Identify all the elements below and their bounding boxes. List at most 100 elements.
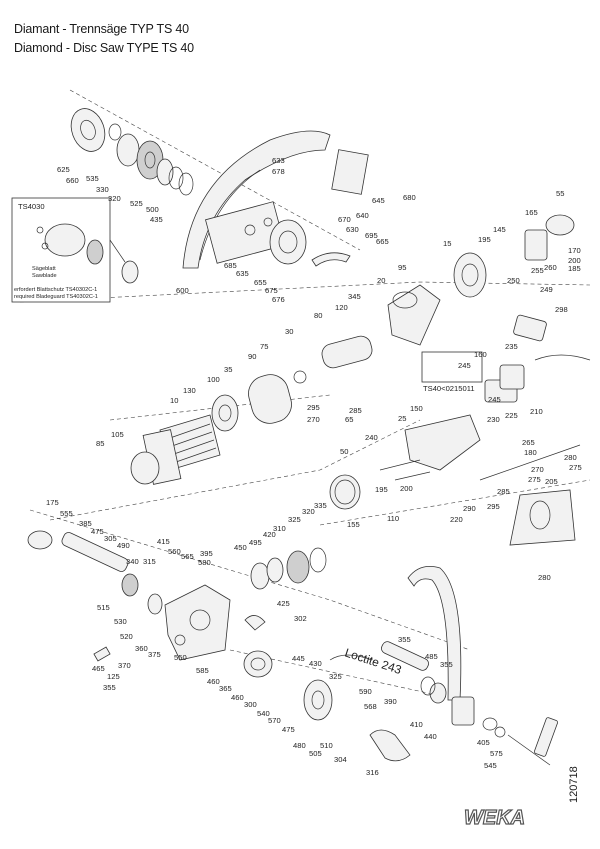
- inset-ts4030: TS4030 Sägeblatt Sawblade erfordert Blat…: [11, 197, 139, 303]
- inset-note-de: erfordert Blattschutz TS40302C-1: [14, 287, 97, 293]
- part-number-label: 630: [346, 225, 359, 234]
- part-number-label: 270: [307, 415, 320, 424]
- part-number-label: 230: [487, 415, 500, 424]
- part-number-label: 678: [272, 167, 285, 176]
- part-number-label: 325: [288, 515, 301, 524]
- part-number-label: 245: [458, 361, 471, 370]
- part-number-label: 640: [356, 211, 369, 220]
- part-number-label: 95: [398, 263, 406, 272]
- part-number-label: 515: [97, 603, 110, 612]
- part-number-label: 560: [168, 547, 181, 556]
- inset-title: TS4030: [18, 202, 45, 211]
- part-number-label: 110: [387, 514, 399, 523]
- part-number-label: 340: [126, 557, 139, 566]
- part-number-label: 695: [365, 231, 378, 240]
- part-number-label: 20: [377, 276, 385, 285]
- brand-wordmark: WEKA: [464, 807, 525, 829]
- part-number-label: 500: [146, 205, 159, 214]
- part-number-label: 355: [440, 660, 453, 669]
- gearbox-group: [27, 530, 327, 678]
- part-number-label: 585: [196, 666, 209, 675]
- part-number-label: 460: [231, 693, 244, 702]
- part-number-label: 665: [376, 237, 389, 246]
- part-number-label: 295: [487, 502, 500, 511]
- part-number-label: 200: [568, 256, 581, 265]
- part-number-label: 295: [307, 403, 320, 412]
- part-number-label: 200: [400, 484, 413, 493]
- part-number-label: 275: [569, 463, 582, 472]
- part-number-label: 285: [349, 406, 362, 415]
- part-number-label: 160: [474, 350, 487, 359]
- part-number-label: 195: [478, 235, 491, 244]
- part-number-label: 304: [334, 755, 347, 764]
- blade-flange-group: [70, 108, 194, 196]
- part-number-label: 165: [525, 208, 538, 217]
- part-number-label: 660: [66, 176, 79, 185]
- part-number-label: 15: [443, 239, 451, 248]
- part-number-label: 670: [338, 215, 351, 224]
- part-number-label: 635: [236, 269, 249, 278]
- part-number-label: 365: [219, 684, 232, 693]
- part-number-label: 570: [268, 716, 281, 725]
- part-number-label: 475: [282, 725, 295, 734]
- part-number-label: 280: [538, 573, 551, 582]
- part-number-label: 530: [114, 617, 127, 626]
- part-number-label: 375: [148, 650, 161, 659]
- part-number-label: 415: [157, 537, 170, 546]
- part-number-label: 245: [488, 395, 501, 404]
- part-number-label: 540: [257, 709, 270, 718]
- inset-label-sawblade-en: Sawblade: [32, 273, 57, 279]
- part-number-label: 220: [450, 515, 463, 524]
- part-number-label: 265: [522, 438, 535, 447]
- part-number-label: 75: [260, 342, 268, 351]
- part-number-label: 655: [254, 278, 267, 287]
- part-number-label: 550: [174, 653, 187, 662]
- part-number-label: 395: [200, 549, 213, 558]
- part-number-label: 460: [207, 677, 220, 686]
- part-number-label: 180: [524, 448, 537, 457]
- part-number-label: 580: [198, 558, 211, 567]
- part-number-label: 345: [348, 292, 361, 301]
- part-number-label: 80: [314, 311, 322, 320]
- part-number-label: 525: [130, 199, 143, 208]
- part-number-label: 495: [249, 538, 262, 547]
- part-number-label: 440: [424, 732, 437, 741]
- part-number-label: 105: [111, 430, 124, 439]
- part-number-label: 120: [335, 303, 348, 312]
- part-number-label: 633: [272, 156, 285, 165]
- part-number-label: 405: [477, 738, 490, 747]
- part-number-label: 155: [347, 520, 360, 529]
- part-number-label: 480: [293, 741, 306, 750]
- part-number-label: 30: [285, 327, 293, 336]
- weka-logo: WEKA: [463, 806, 525, 829]
- part-number-label: 35: [224, 365, 232, 374]
- part-number-label: 355: [103, 683, 116, 692]
- part-number-label: 465: [92, 664, 105, 673]
- title-german: Diamant - Trennsäge TYP TS 40: [14, 22, 189, 36]
- housing-right: [329, 414, 581, 546]
- part-number-label: 535: [86, 174, 99, 183]
- part-number-label: 520: [120, 632, 133, 641]
- part-number-label: 555: [60, 509, 73, 518]
- part-number-label: 316: [366, 768, 379, 777]
- part-number-label: 680: [403, 193, 416, 202]
- part-number-label: 260: [544, 263, 557, 272]
- part-number-label: 425: [277, 599, 290, 608]
- part-number-label: 302: [294, 614, 307, 623]
- part-number-label: 565: [181, 552, 194, 561]
- part-number-label: 568: [364, 702, 377, 711]
- part-number-label: 475: [91, 527, 104, 536]
- part-number-label: 450: [234, 543, 247, 552]
- part-number-label: 130: [183, 386, 196, 395]
- inset-label-sawblade-de: Sägeblatt: [32, 266, 56, 272]
- part-number-label: 249: [540, 285, 553, 294]
- part-number-label: 645: [372, 196, 385, 205]
- part-number-label: 430: [309, 659, 322, 668]
- title-english: Diamond - Disc Saw TYPE TS 40: [14, 41, 194, 55]
- part-number-label: 575: [490, 749, 503, 758]
- part-number-label: 50: [340, 447, 348, 456]
- part-number-label: 310: [273, 524, 286, 533]
- part-number-label: 320: [108, 194, 121, 203]
- part-number-label: 225: [505, 411, 518, 420]
